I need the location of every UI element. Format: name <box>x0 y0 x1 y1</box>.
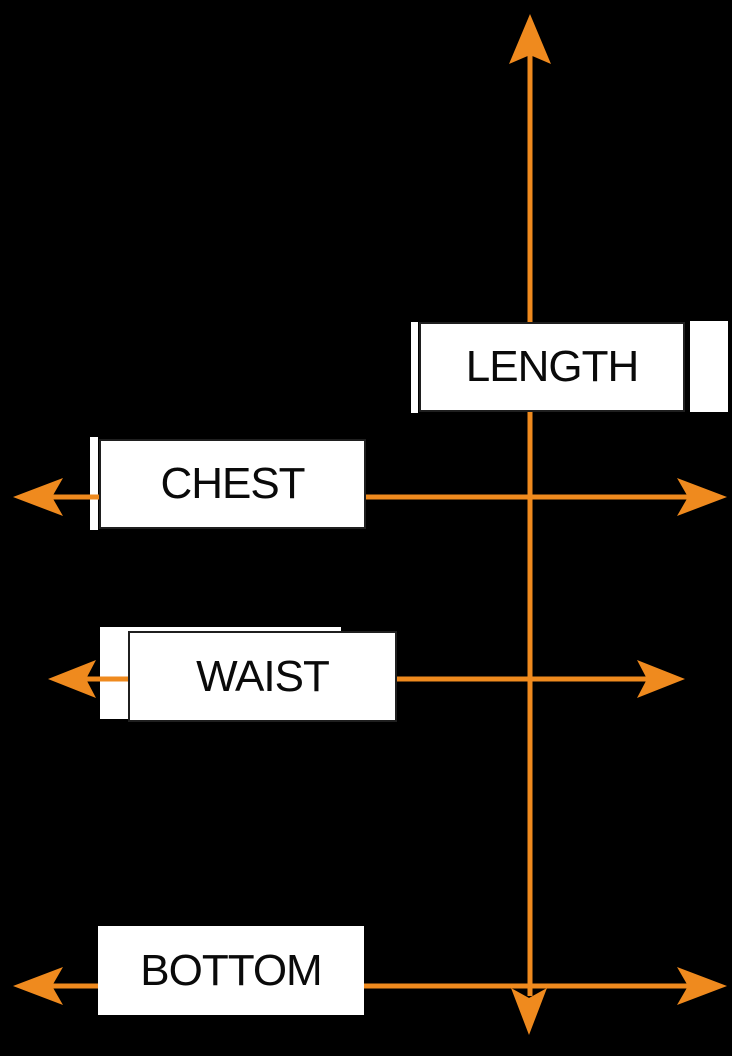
arrow-right-icon <box>677 967 727 1005</box>
arrow-down-icon <box>511 988 547 1035</box>
arrow-left-icon <box>48 660 96 698</box>
chest-label-box: CHEST <box>99 439 366 529</box>
length-arrow <box>509 14 551 1035</box>
bottom-label-box: BOTTOM <box>98 926 364 1015</box>
length-label: LENGTH <box>465 342 639 391</box>
bottom-label: BOTTOM <box>140 945 322 995</box>
chest-label-left-strip <box>90 437 98 530</box>
arrow-up-icon <box>509 14 551 64</box>
arrow-left-icon <box>13 478 63 516</box>
length-label-left-strip <box>411 322 418 413</box>
length-label-box: LENGTH <box>419 322 685 412</box>
bottom-arrow <box>13 967 727 1005</box>
chest-label: CHEST <box>160 459 305 508</box>
waist-label: WAIST <box>196 651 330 701</box>
length-arrow-shaft <box>527 52 533 996</box>
chest-arrow-shaft <box>50 494 690 500</box>
arrow-right-icon <box>677 478 727 516</box>
arrow-right-icon <box>637 660 685 698</box>
waist-label-box: WAIST <box>128 631 397 722</box>
bottom-arrow-shaft <box>50 983 690 989</box>
arrow-left-icon <box>13 967 63 1005</box>
chest-arrow <box>13 478 727 516</box>
length-label-right-block <box>690 321 728 412</box>
